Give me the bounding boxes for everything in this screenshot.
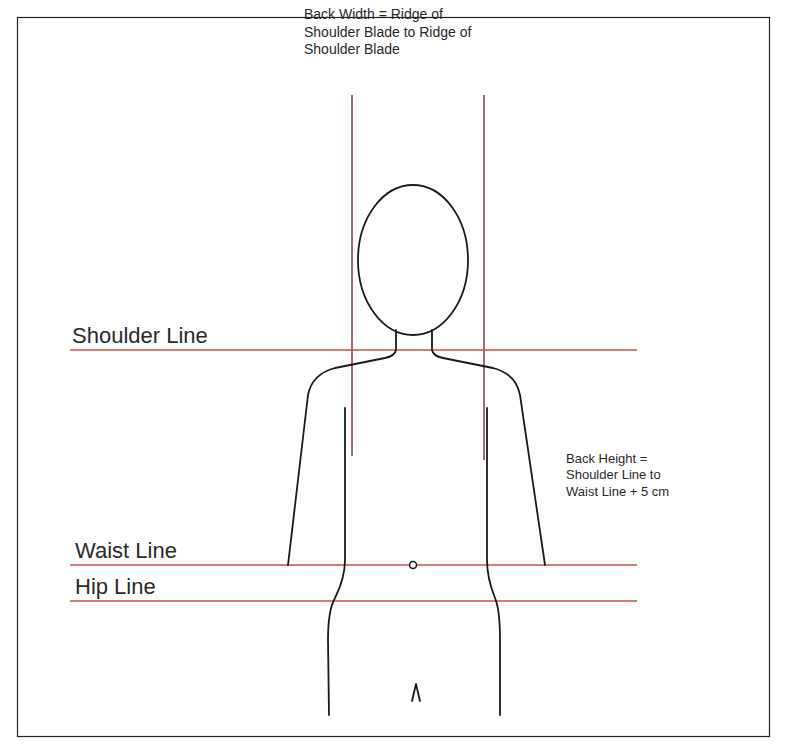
figure-outline <box>288 185 545 715</box>
back-width-note: Back Width = Ridge of Shoulder Blade to … <box>304 6 494 59</box>
shoulder-line-label: Shoulder Line <box>72 322 208 350</box>
waist-line-label: Waist Line <box>75 537 177 565</box>
measure-lines <box>70 350 637 601</box>
back-height-note: Back Height = Shoulder Line to Waist Lin… <box>566 451 692 500</box>
hip-line-label: Hip Line <box>75 573 156 601</box>
frame <box>18 18 770 737</box>
back-width-lines <box>352 95 484 460</box>
